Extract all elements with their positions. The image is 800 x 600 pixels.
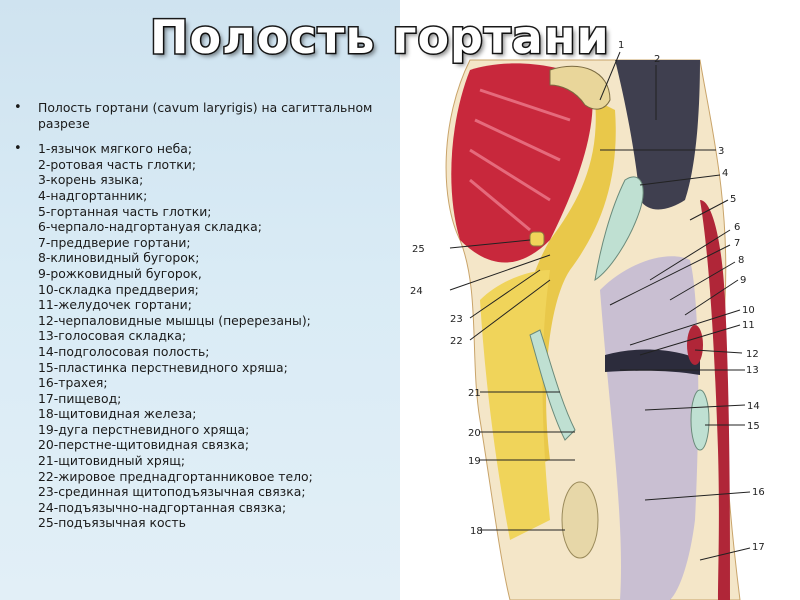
callout-2: 2	[654, 54, 660, 65]
laryngeal-cavity	[600, 256, 699, 600]
callout-16: 16	[752, 487, 765, 498]
legend-item: 4-надгортанник;	[38, 187, 148, 203]
arytenoid-muscle	[687, 325, 703, 365]
callout-22: 22	[450, 336, 463, 347]
legend-item: 8-клиновидный бугорок;	[38, 250, 200, 266]
tongue-muscle-stripes	[469, 88, 571, 232]
callout-14: 14	[747, 401, 760, 412]
bullet-intro: Полость гортани (cavum laryrigis) на саг…	[14, 100, 394, 131]
legend-item: 6-черпало-надгортануая складка;	[38, 219, 262, 235]
callout-21: 21	[468, 388, 481, 399]
callout-3: 3	[718, 146, 724, 157]
callout-24: 24	[410, 286, 423, 297]
callout-9: 9	[740, 275, 746, 286]
legend-item: 22-жировое преднадгортанниковое тело;	[38, 468, 313, 484]
callout-1: 1	[618, 40, 624, 51]
larynx-sagittal-figure: 1234567891011121314151617181920212223242…	[410, 40, 765, 600]
leader-lines	[449, 51, 751, 561]
legend-item: 11-желудочек гортани;	[38, 297, 192, 313]
legend-item: 7-преддверие гортани;	[38, 234, 191, 250]
intro-text: Полость гортани (cavum laryrigis) на саг…	[38, 100, 373, 131]
callout-8: 8	[738, 255, 744, 266]
callout-6: 6	[734, 222, 740, 233]
callout-11: 11	[742, 320, 755, 331]
slide-title: Полость гортани	[149, 9, 611, 66]
callout-20: 20	[468, 428, 481, 439]
vocal-fold-shadow	[605, 349, 700, 375]
thyroid-cartilage	[529, 329, 576, 441]
epiglottis	[594, 176, 644, 282]
legend-item: 3-корень языка;	[38, 172, 144, 188]
callout-5: 5	[730, 194, 736, 205]
legend-item: 25-подъязычная кость	[38, 515, 186, 531]
legend-item: 9-рожковидный бугорок,	[38, 265, 202, 281]
callout-15: 15	[747, 421, 760, 432]
legend-item: 21-щитовидный хрящ;	[38, 453, 186, 469]
callout-18: 18	[470, 526, 483, 537]
callout-17: 17	[752, 542, 765, 553]
legend-item: 19-дуга перстневидного хряща;	[38, 421, 250, 437]
hyoid-bone	[529, 231, 545, 247]
legend-item: 15-пластинка перстневидного хряша;	[38, 359, 288, 375]
callout-4: 4	[722, 168, 728, 179]
legend-item: 13-голосовая складка;	[38, 328, 187, 344]
callout-25: 25	[412, 244, 425, 255]
callout-13: 13	[746, 365, 759, 376]
legend-item: 12-черпаловидные мышцы (перерезаны);	[38, 312, 311, 328]
tongue-muscle	[451, 63, 593, 263]
legend-item: 10-складка преддверия;	[38, 281, 199, 297]
legend-item: 17-пищевод;	[38, 390, 122, 406]
callout-10: 10	[742, 305, 755, 316]
bullet-legend: 1-язычок мягкого неба;2-ротовая часть гл…	[14, 141, 394, 531]
fat-front	[480, 270, 550, 540]
callout-19: 19	[468, 456, 481, 467]
legend-item: 18-щитовидная железа;	[38, 406, 197, 422]
legend-item: 16-трахея;	[38, 375, 108, 391]
thyroid-gland	[561, 481, 599, 559]
pharynx-lumen	[615, 60, 700, 210]
legend-item: 2-ротовая часть глотки;	[38, 156, 197, 172]
callout-12: 12	[746, 349, 759, 360]
legend-item: 23-срединная щитоподъязычная связка;	[38, 484, 306, 500]
bullet-list: Полость гортани (cavum laryrigis) на саг…	[14, 100, 394, 541]
legend-item: 5-гортанная часть глотки;	[38, 203, 212, 219]
legend-item: 14-подголосовая полость;	[38, 343, 210, 359]
posterior-wall	[700, 200, 730, 600]
callout-23: 23	[450, 314, 463, 325]
legend-item: 24-подъязычно-надгортанная связка;	[38, 499, 287, 515]
callout-7: 7	[734, 238, 740, 249]
cricoid-lamina	[690, 389, 710, 451]
legend-item: 20-перстне-щитовидная связка;	[38, 437, 249, 453]
legend-item: 1-язычок мягкого неба;	[38, 141, 193, 157]
callout-numbers: 1234567891011121314151617181920212223242…	[410, 40, 765, 553]
soft-palate	[549, 65, 611, 110]
